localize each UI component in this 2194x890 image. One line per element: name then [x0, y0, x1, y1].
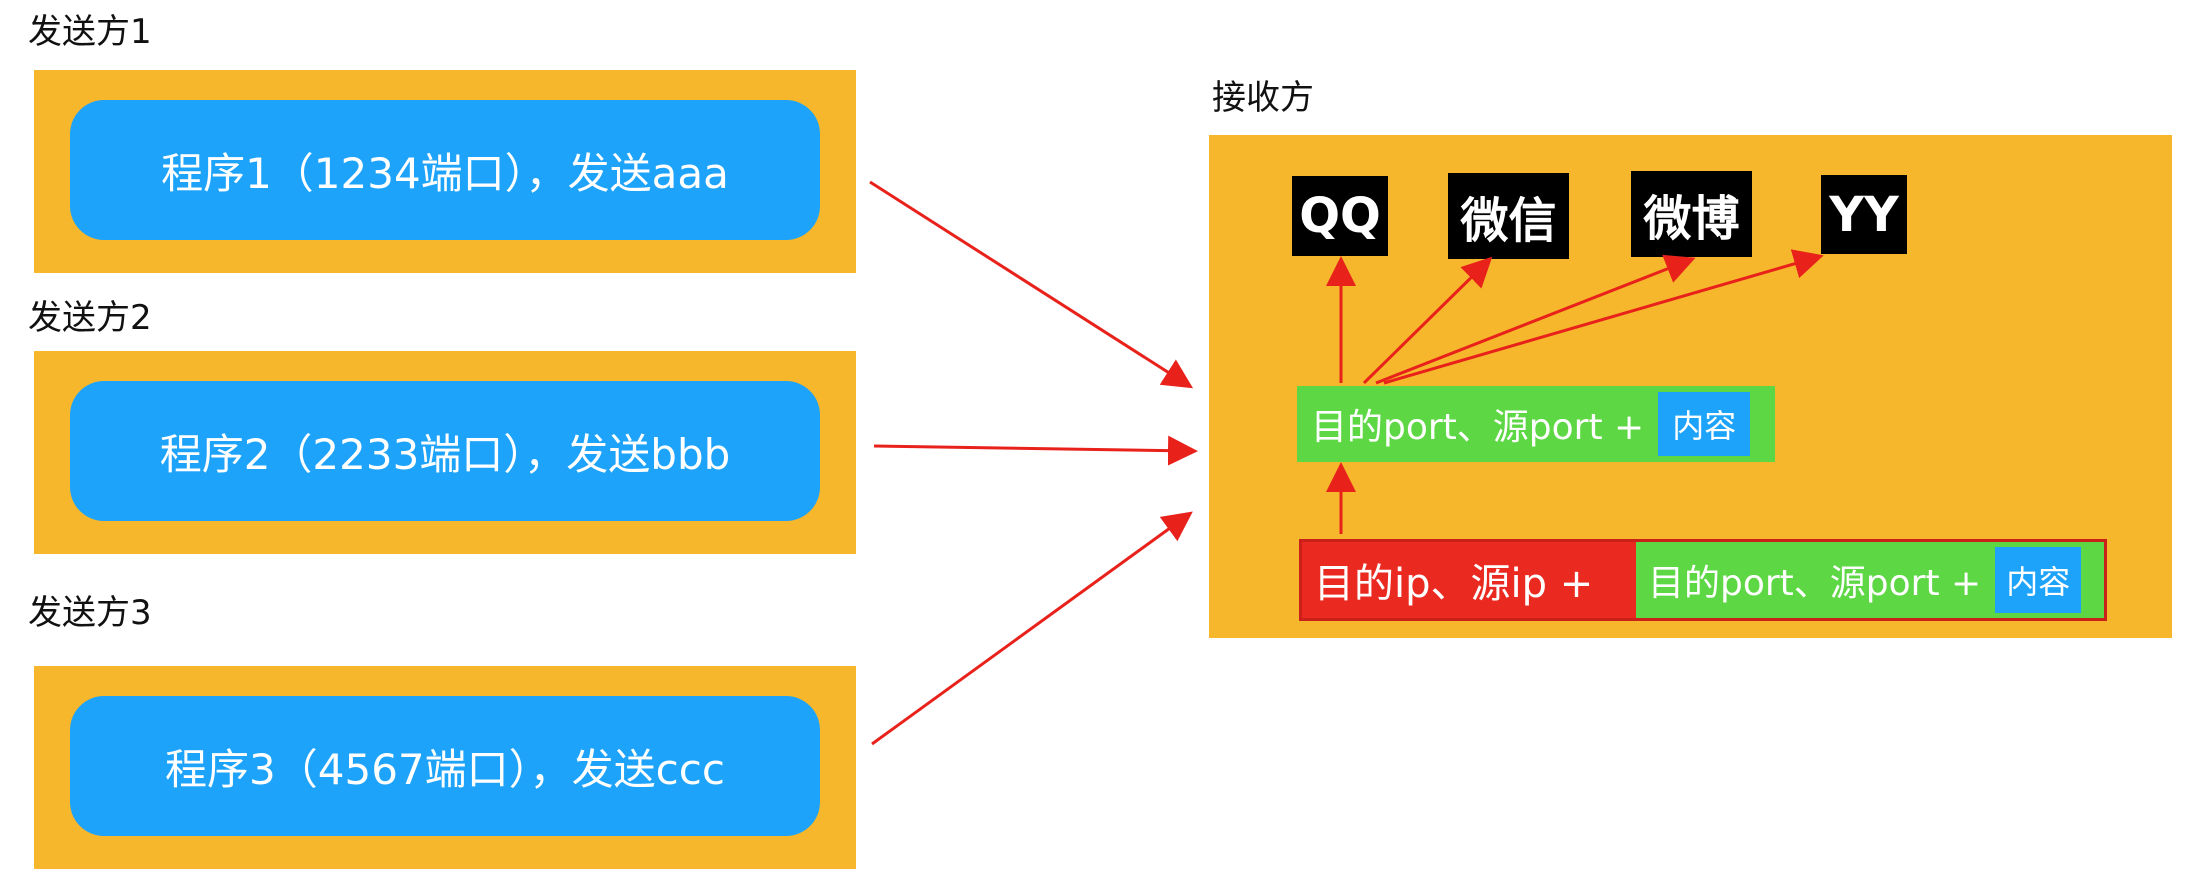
sender-2-program: 程序2（2233端口），发送bbb	[70, 381, 820, 521]
arrow-sender2-to-receiver	[873, 435, 1198, 466]
network-inner-header-text: 目的port、源port +	[1648, 563, 1982, 604]
transport-segment: 目的port、源port + 内容	[1297, 386, 1775, 462]
network-content-tag: 内容	[1995, 547, 2082, 613]
app-qq: QQ	[1292, 176, 1388, 256]
receiver-label: 接收方	[1212, 78, 1314, 118]
network-header-text: 目的ip、源ip +	[1314, 561, 1594, 607]
sender-1-panel: 程序1（1234端口），发送aaa	[34, 70, 856, 273]
transport-content-tag: 内容	[1658, 392, 1751, 456]
app-weibo: 微博	[1631, 171, 1752, 257]
sender-2-label: 发送方2	[28, 298, 152, 338]
sender-1-program: 程序1（1234端口），发送aaa	[70, 100, 820, 240]
network-segment: 目的ip、源ip + 目的port、源port + 内容	[1299, 539, 2107, 621]
sender-3-panel: 程序3（4567端口），发送ccc	[34, 666, 856, 869]
sender-3-label: 发送方3	[28, 593, 152, 633]
app-yy: YY	[1821, 175, 1907, 254]
sender-1-label: 发送方1	[28, 12, 152, 52]
arrow-sender1-to-receiver	[869, 180, 1194, 389]
network-inner-transport: 目的port、源port + 内容	[1636, 542, 2104, 618]
sender-3-program: 程序3（4567端口），发送ccc	[70, 696, 820, 836]
sender-2-panel: 程序2（2233端口），发送bbb	[34, 351, 856, 554]
transport-header-text: 目的port、源port +	[1311, 407, 1645, 448]
app-wechat: 微信	[1448, 173, 1569, 259]
arrow-sender3-to-receiver	[871, 511, 1193, 746]
